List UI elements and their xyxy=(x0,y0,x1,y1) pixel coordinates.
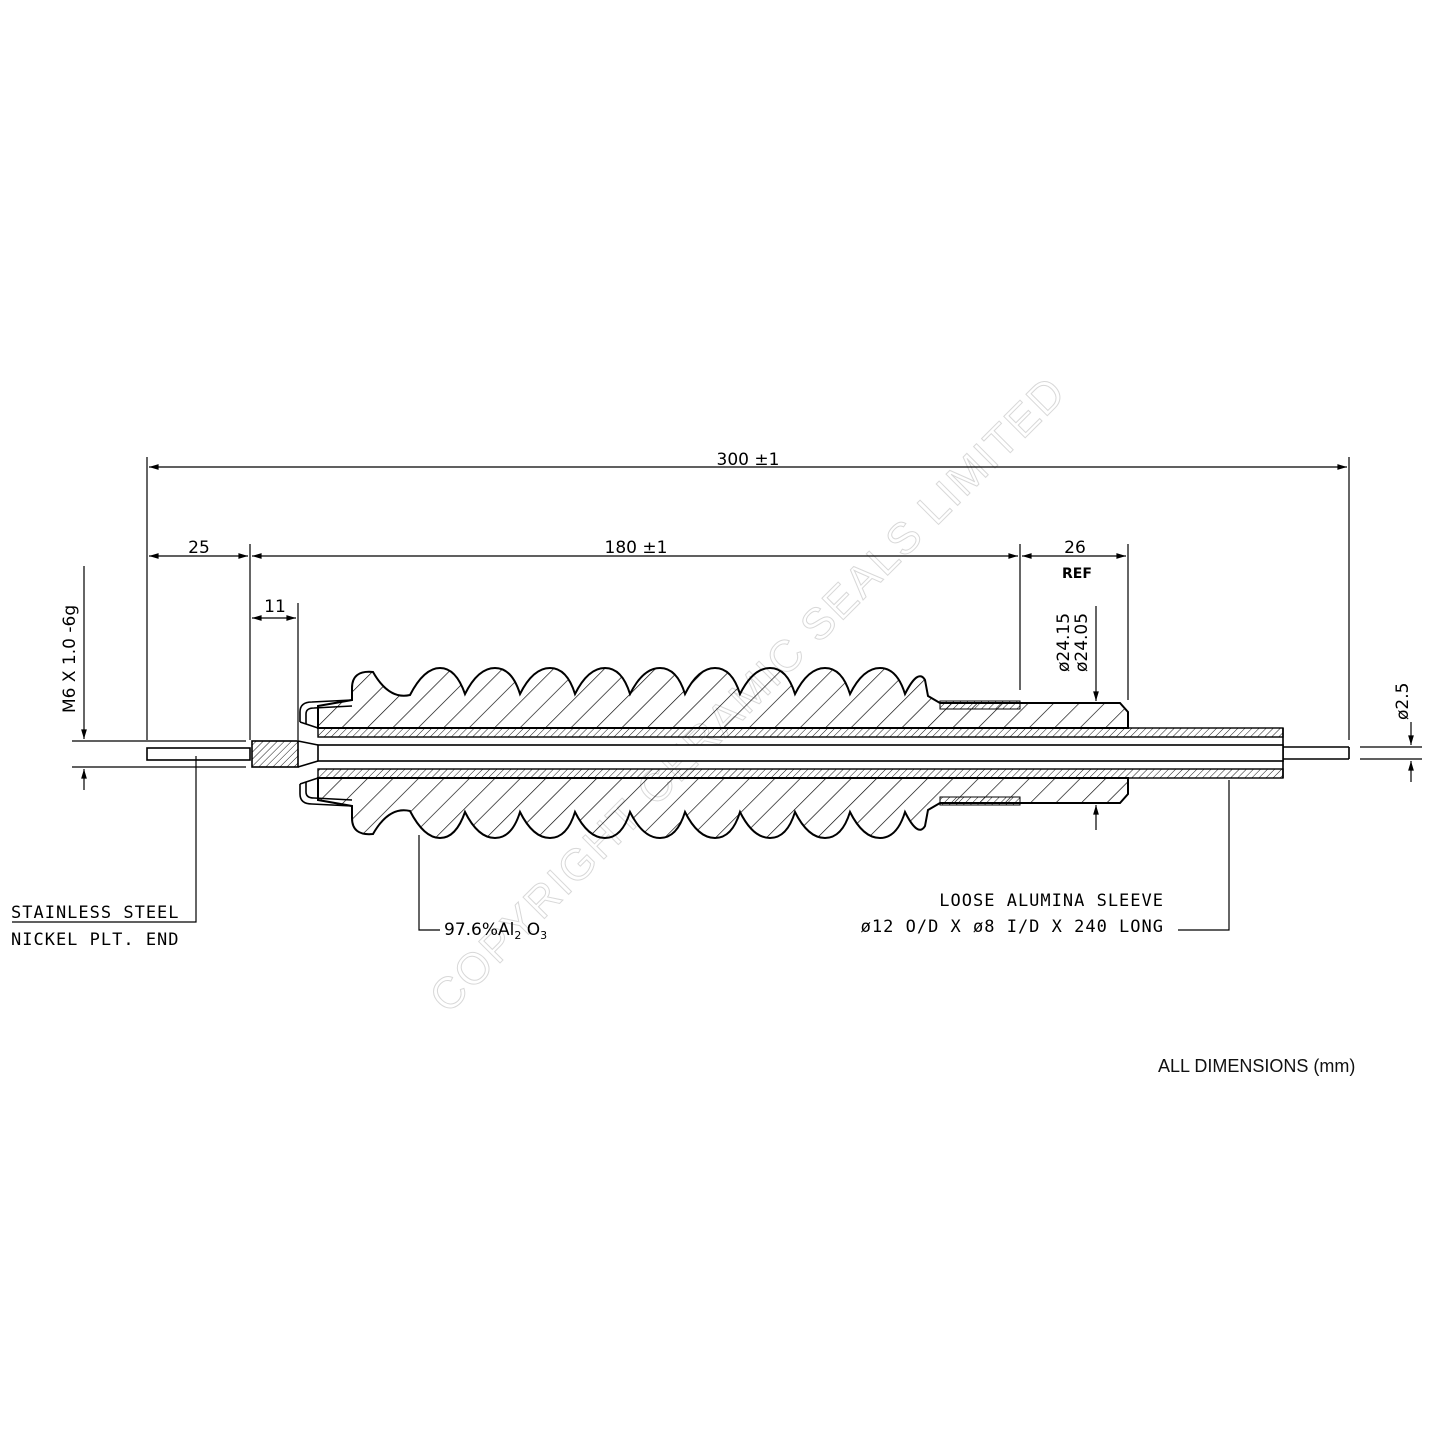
threaded-end xyxy=(146,747,251,761)
diameter-min: ø24.05 xyxy=(1072,613,1092,672)
body-length-dimension: 180 ±1 xyxy=(605,538,668,558)
sleeve-wall-lower xyxy=(317,768,1284,779)
tail-ref-label: REF xyxy=(1062,566,1092,582)
insulator-material: 97.6%Al2 O3 xyxy=(444,920,547,942)
alumina-sleeve xyxy=(317,727,1284,779)
diameter-max: ø24.15 xyxy=(1054,613,1074,672)
leader-lines xyxy=(12,756,1230,931)
tail-band-upper xyxy=(939,700,1021,710)
thread-spec: M6 X 1.0 -6g xyxy=(60,605,80,713)
units-note: ALL DIMENSIONS (mm) xyxy=(1158,1056,1356,1076)
sleeve-note-line1: LOOSE ALUMINA SLEEVE xyxy=(939,891,1164,911)
pin-diameter: ø2.5 xyxy=(1393,683,1413,720)
sleeve-note-line2: ø12 O/D X ø8 I/D X 240 LONG xyxy=(861,917,1164,937)
tail-band-lower xyxy=(939,796,1021,806)
end-cap xyxy=(299,699,353,807)
thread-section xyxy=(251,740,299,768)
insulator-upper-half xyxy=(317,666,1129,729)
overall-dimension: 300 ±1 xyxy=(717,450,780,470)
center-conductor xyxy=(146,740,1350,768)
dimension-lines xyxy=(81,464,1414,830)
thread-length-dimension: 11 xyxy=(264,597,286,617)
insulator-body xyxy=(317,666,1129,840)
end-material-line2: NICKEL PLT. END xyxy=(11,930,180,950)
end-length-dimension: 25 xyxy=(188,538,210,558)
tail-length-dimension: 26 xyxy=(1064,538,1086,558)
end-material-line1: STAINLESS STEEL xyxy=(11,903,180,923)
sleeve-wall-upper xyxy=(317,727,1284,738)
conductor-rod xyxy=(317,744,1284,762)
insulator-lower-half xyxy=(317,777,1129,840)
